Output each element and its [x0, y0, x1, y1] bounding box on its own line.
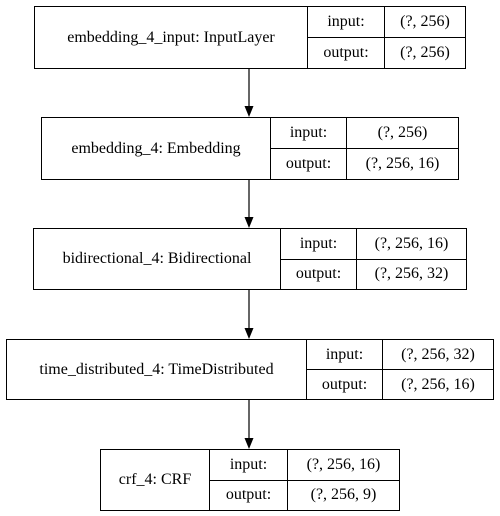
- arrow-3: [244, 290, 254, 339]
- layer-name: embedding_4_input: InputLayer: [35, 7, 308, 68]
- layer-node-input-layer: embedding_4_input: InputLayer input: (?,…: [34, 6, 466, 69]
- layer-name: embedding_4: Embedding: [42, 118, 271, 179]
- output-label: output:: [210, 480, 288, 510]
- layer-name: bidirectional_4: Bidirectional: [34, 229, 281, 289]
- input-shape: (?, 256, 32): [401, 345, 475, 363]
- layer-node-time-distributed: time_distributed_4: TimeDistributed inpu…: [6, 339, 494, 400]
- input-row: input: (?, 256): [271, 118, 458, 148]
- layer-io-table: input: (?, 256) output: (?, 256): [308, 7, 465, 68]
- input-shape: (?, 256): [377, 124, 428, 141]
- input-label: input:: [210, 450, 288, 480]
- output-row: output: (?, 256): [308, 37, 465, 68]
- input-row: input: (?, 256, 16): [210, 450, 399, 480]
- output-row: output: (?, 256, 16): [271, 148, 458, 179]
- layer-name: crf_4: CRF: [101, 450, 210, 510]
- output-shape: (?, 256, 16): [365, 155, 440, 172]
- output-row: output: (?, 256, 32): [281, 258, 466, 289]
- input-label: input:: [307, 340, 383, 369]
- input-row: input: (?, 256, 32): [307, 340, 493, 369]
- output-label: output:: [271, 149, 347, 179]
- output-shape: (?, 256, 9): [310, 486, 377, 504]
- output-row: output: (?, 256, 9): [210, 479, 399, 510]
- input-label: input:: [281, 229, 357, 259]
- layer-io-table: input: (?, 256) output: (?, 256, 16): [271, 118, 458, 179]
- input-shape: (?, 256): [400, 13, 450, 30]
- input-label: input:: [308, 7, 385, 37]
- output-label: output:: [308, 38, 385, 68]
- layer-io-table: input: (?, 256, 32) output: (?, 256, 16): [307, 340, 493, 399]
- layer-io-table: input: (?, 256, 16) output: (?, 256, 32): [281, 229, 466, 289]
- layer-name: time_distributed_4: TimeDistributed: [7, 340, 307, 399]
- output-row: output: (?, 256, 16): [307, 369, 493, 399]
- input-row: input: (?, 256, 16): [281, 229, 466, 259]
- arrow-2: [244, 180, 254, 228]
- input-shape: (?, 256, 16): [306, 455, 381, 473]
- output-shape: (?, 256, 16): [401, 375, 475, 393]
- output-shape: (?, 256): [400, 44, 450, 61]
- input-shape: (?, 256, 16): [374, 234, 449, 252]
- layer-io-table: input: (?, 256, 16) output: (?, 256, 9): [210, 450, 399, 510]
- output-label: output:: [307, 370, 383, 399]
- arrow-1: [244, 69, 254, 117]
- input-label: input:: [271, 118, 347, 148]
- input-row: input: (?, 256): [308, 7, 465, 37]
- layer-node-crf: crf_4: CRF input: (?, 256, 16) output: (…: [100, 449, 400, 511]
- layer-node-embedding: embedding_4: Embedding input: (?, 256) o…: [41, 117, 459, 180]
- layer-node-bidirectional: bidirectional_4: Bidirectional input: (?…: [33, 228, 467, 290]
- output-shape: (?, 256, 32): [374, 265, 449, 283]
- arrow-4: [244, 400, 254, 449]
- output-label: output:: [281, 259, 357, 289]
